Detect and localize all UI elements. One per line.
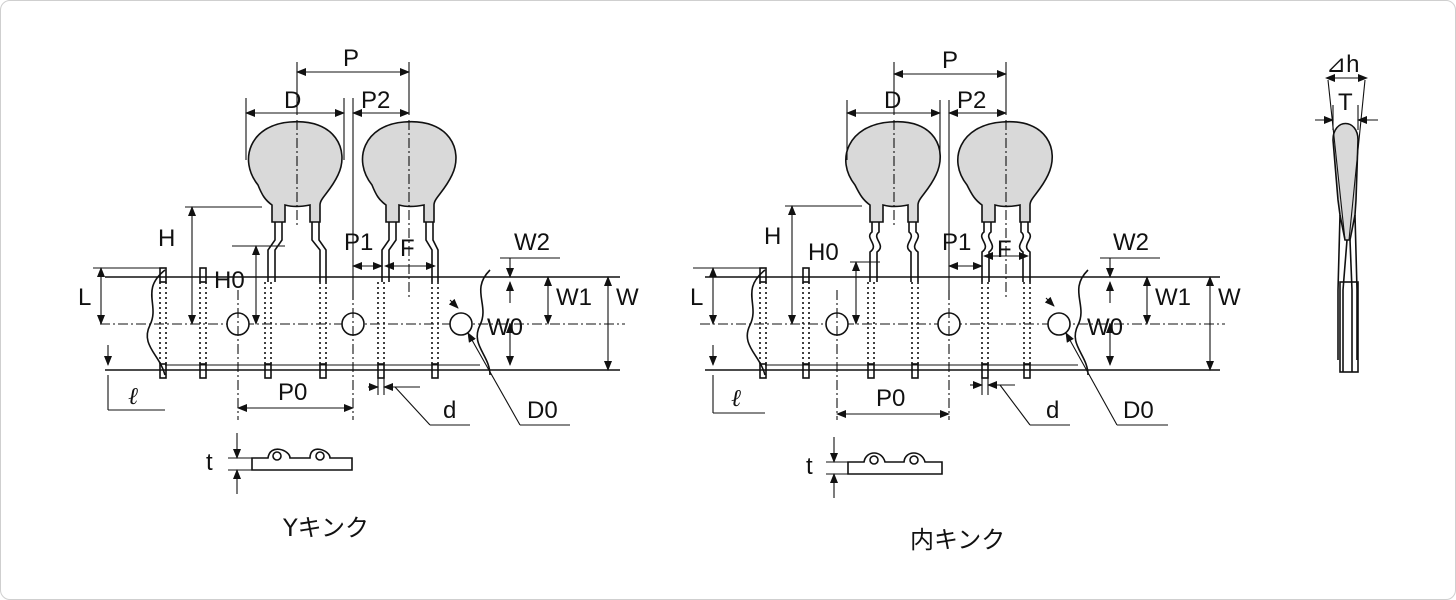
inner-kink-label-w1: W1 [1155,284,1191,311]
inner-kink-thickness-section: t [806,437,943,498]
y-kink-caption: Yキンク [282,514,369,542]
inner-kink-figure: P D P2 H H0 P1 F W2 L W1 W W0 [690,47,1241,554]
y-kink-thickness-section: t [206,433,353,494]
y-kink-label-w: W [616,284,639,311]
y-kink-label-p2: P2 [361,87,390,114]
y-kink-figure: P D P2 H H0 P1 F W2 L W1 W W0 [78,45,639,542]
inner-kink-label-w0: W0 [1087,314,1123,341]
inner-kink-label-h: H [764,223,781,250]
inner-kink-label-p: P [942,47,958,74]
inner-kink-label-ell: ℓ [731,384,741,412]
inner-kink-label-p0: P0 [876,385,905,412]
y-kink-label-h0: H0 [214,267,245,294]
inner-kink-tape [700,267,1225,379]
y-kink-label-w1: W1 [556,284,592,311]
y-kink-label-f: F [400,235,415,262]
y-kink-capacitor [361,120,457,300]
inner-kink-caption: 内キンク [910,526,1005,554]
inner-kink-label-l: L [690,284,703,311]
inner-kink-label-w: W [1218,284,1241,311]
y-kink-capacitor [247,120,343,282]
y-kink-label-w0: W0 [487,314,523,341]
inner-kink-label-d: D [884,87,901,114]
inner-kink-label-t: t [806,453,813,480]
y-kink-sprocket-hole [449,312,473,336]
inner-kink-label-f: F [997,236,1012,263]
side-view-label-t: T [1338,89,1353,116]
y-kink-label-p1: P1 [344,229,373,256]
y-kink-label-d0: D0 [527,397,558,424]
y-kink-label-t: t [206,449,213,476]
y-kink-label-p0: P0 [278,379,307,406]
inner-kink-label-p2: P2 [957,87,986,114]
y-kink-label-h: H [158,225,175,252]
y-kink-label-p: P [343,45,359,72]
inner-kink-label-p1: P1 [942,229,971,256]
y-kink-label-l: L [78,284,91,311]
inner-kink-label-d-small: d [1046,397,1059,424]
y-kink-label-ell: ℓ [128,382,138,410]
inner-kink-sprocket-hole [1047,312,1071,336]
inner-kink-label-w2: W2 [1113,229,1149,256]
side-view-label-dh: ⊿h [1326,51,1359,78]
side-view-figure: ⊿h T [1315,51,1378,373]
inner-kink-capacitor [845,120,941,282]
inner-kink-capacitor [957,120,1053,300]
inner-kink-label-h0: H0 [808,239,839,266]
y-kink-label-d-small: d [443,397,456,424]
inner-kink-label-d0: D0 [1123,397,1154,424]
y-kink-label-w2: W2 [514,229,550,256]
y-kink-label-d: D [284,87,301,114]
